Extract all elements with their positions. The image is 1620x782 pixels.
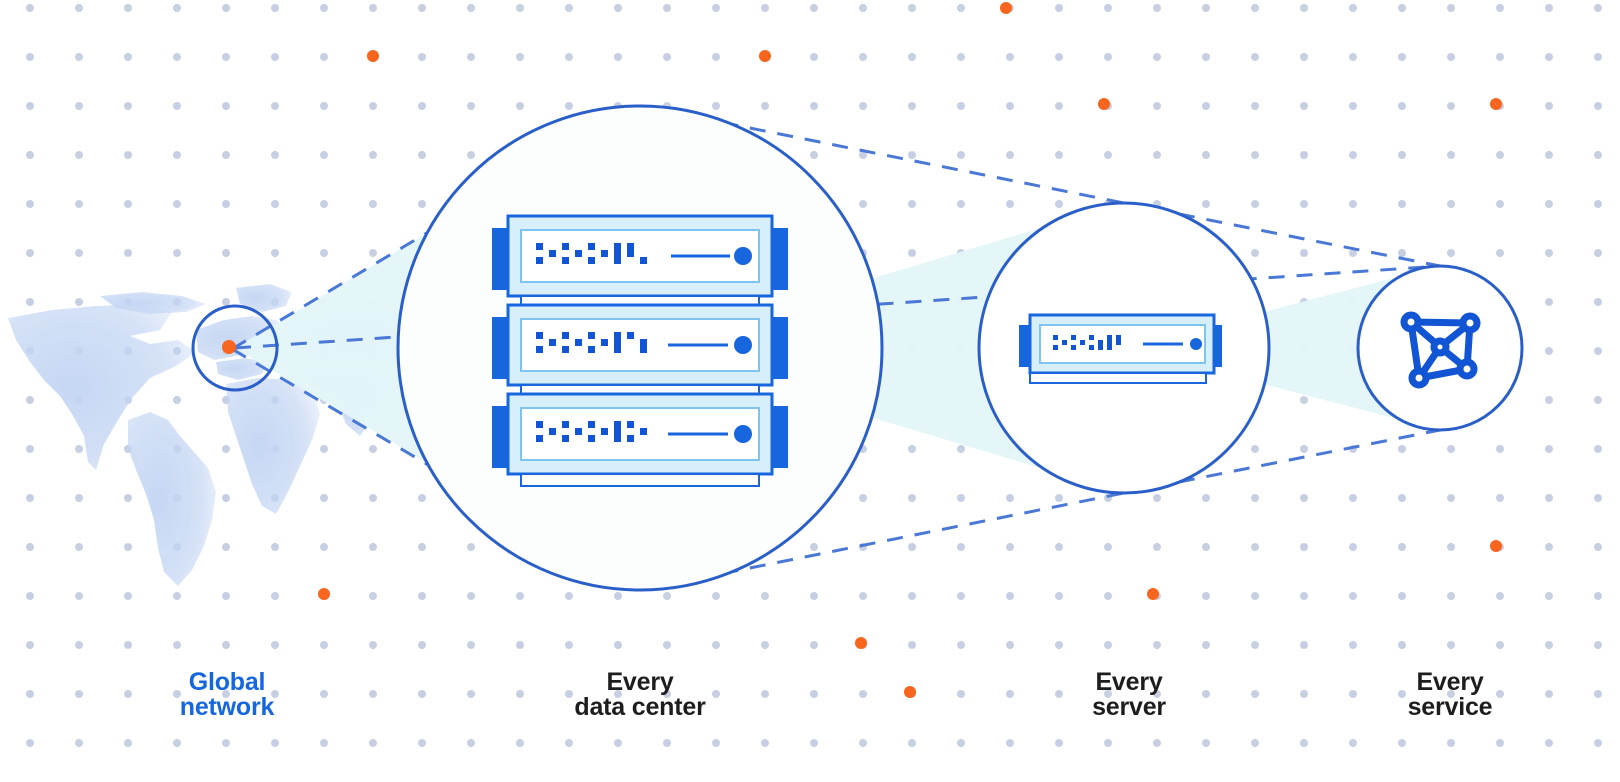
label-every-server-line2: server (1092, 693, 1166, 721)
orange-dot (904, 686, 916, 698)
rack-unit-2-status-dot (734, 336, 752, 354)
label-global-network-line1: Global (189, 668, 266, 696)
orange-dot (1490, 98, 1502, 110)
orange-dot (1490, 540, 1502, 552)
rack-unit-1-face (520, 229, 760, 283)
server-rack-illustration (492, 214, 788, 487)
rack-unit-3 (492, 392, 788, 476)
rack-base (520, 473, 760, 487)
circle-global-network (191, 304, 279, 392)
label-global-network-line2: network (180, 693, 275, 721)
label-every-data-center-line1: Every (606, 668, 673, 696)
mesh-node-top-left (1400, 311, 1422, 333)
rack-unit-2-vent-dots (536, 332, 647, 353)
label-every-server-line1: Every (1095, 668, 1162, 696)
mesh-node-bottom-left (1408, 367, 1430, 389)
orange-accent-dots (318, 2, 1502, 698)
cone-server-to-service (1124, 266, 1440, 430)
single-server-illustration (1019, 313, 1222, 384)
rack-unit-1-vent-dots (536, 243, 647, 264)
rack-unit-1 (492, 214, 788, 298)
orange-dot (1147, 588, 1159, 600)
rack-unit-1-status-dot (734, 247, 752, 265)
node-labels: Global network Every data center Every s… (180, 668, 1493, 721)
orange-dot (1000, 2, 1012, 14)
orange-dot (855, 637, 867, 649)
mesh-node-top-right (1459, 312, 1481, 334)
mesh-node-center (1430, 337, 1450, 357)
orange-dot (367, 50, 379, 62)
single-server-status-dot (1190, 338, 1202, 350)
rack-unit-2 (492, 303, 788, 387)
global-network-marker-dot (222, 340, 236, 354)
rack-unit-3-vent-dots (536, 421, 647, 442)
label-every-service-line1: Every (1416, 668, 1483, 696)
label-every-data-center-line2: data center (574, 693, 706, 721)
network-mesh-icon (1400, 311, 1481, 389)
single-server-vent-dots (1053, 335, 1121, 350)
orange-dot (759, 50, 771, 62)
mesh-node-bottom-right (1456, 358, 1478, 380)
orange-dot (318, 588, 330, 600)
label-every-service-line2: service (1408, 693, 1493, 721)
single-server-base (1029, 372, 1207, 384)
rack-unit-3-status-dot (734, 425, 752, 443)
orange-dot (1098, 98, 1110, 110)
